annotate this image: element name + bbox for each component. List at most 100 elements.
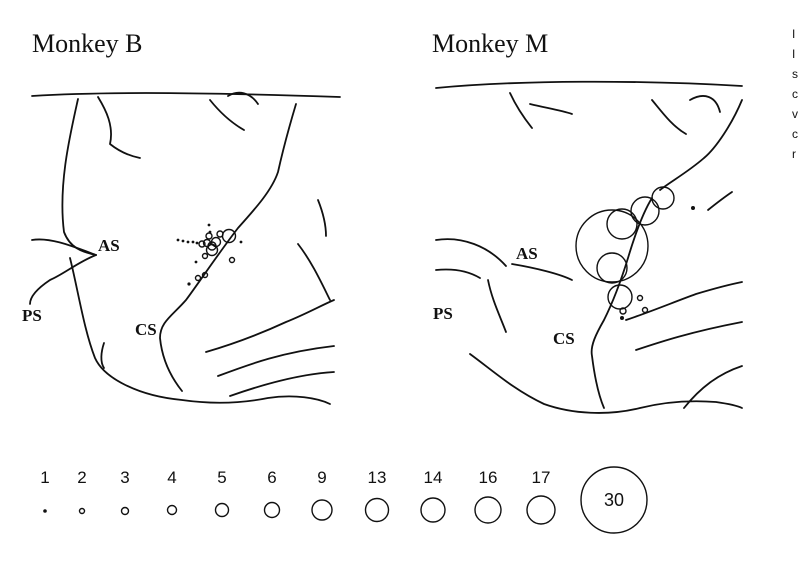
legend-marker: [474, 496, 502, 524]
site-marker: [195, 241, 199, 245]
sulcus-line: [97, 96, 141, 159]
legend-marker: [526, 495, 556, 525]
legend-label: 13: [368, 468, 387, 487]
site-marker: [619, 307, 627, 315]
site-marker: [205, 232, 213, 240]
edge-text: I: [792, 27, 795, 41]
site-marker: [641, 306, 649, 314]
legend-label: 5: [217, 468, 226, 487]
sulcus-line: [651, 99, 687, 135]
sulcus-line: [707, 191, 733, 211]
sulcus-outlines-monkey-b: [29, 91, 341, 405]
recording-sites-monkey-b: [176, 223, 243, 286]
sulcus-line: [683, 365, 743, 409]
sulcus-line: [229, 371, 335, 397]
sulcus-line: [509, 92, 533, 129]
sulcus-line: [317, 199, 327, 237]
sulcus-line: [590, 197, 653, 409]
legend-marker: [120, 506, 130, 516]
site-marker: [198, 240, 206, 248]
label-cs: CS: [553, 329, 575, 348]
edge-text: c: [792, 87, 798, 101]
site-marker: [636, 294, 644, 302]
sulcus-line: [205, 299, 335, 353]
edge-text: r: [792, 147, 796, 161]
sulcus-line: [31, 238, 97, 256]
legend-marker: [311, 499, 333, 521]
site-marker: [181, 239, 185, 243]
legend-label: 3: [120, 468, 129, 487]
sulcus-line: [435, 268, 481, 279]
sulcus-line: [227, 91, 259, 105]
edge-text: c: [792, 127, 798, 141]
site-marker: [596, 252, 628, 284]
sulcus-line: [511, 263, 573, 281]
brain-outline-top: [31, 92, 341, 98]
sulcus-line: [487, 279, 507, 333]
site-marker: [606, 208, 638, 240]
site-marker: [191, 240, 195, 244]
sulcus-line: [209, 99, 245, 131]
legend-marker: [43, 509, 47, 513]
sulcus-line: [529, 103, 573, 115]
sulcus-outlines-monkey-m: [435, 80, 743, 414]
legend-marker: [364, 497, 390, 523]
legend-marker: [263, 501, 281, 519]
legend-marker: [580, 466, 648, 534]
legend-label: 6: [267, 468, 276, 487]
site-marker: [630, 196, 660, 226]
legend-label: 17: [532, 468, 551, 487]
sulcus-line: [159, 103, 297, 392]
size-legend: 1 2 3 4 5 6 9 13 14 16 17 30: [40, 466, 648, 534]
sulcus-line: [61, 98, 97, 256]
site-marker: [194, 274, 202, 282]
sulcus-line: [69, 257, 331, 405]
site-marker: [221, 228, 237, 244]
sulcus-line: [435, 238, 507, 267]
edge-text: I: [792, 47, 795, 61]
sulcus-line: [29, 254, 97, 305]
legend-label: 2: [77, 468, 86, 487]
sulcus-line: [689, 95, 721, 113]
legend-label: 9: [317, 468, 326, 487]
legend-marker: [78, 507, 86, 515]
label-as: AS: [98, 236, 120, 255]
legend-marker: [166, 504, 178, 516]
sulcus-line: [625, 281, 743, 321]
legend-marker: [420, 497, 446, 523]
edge-text: v: [792, 107, 798, 121]
label-ps: PS: [433, 304, 453, 323]
site-marker: [201, 252, 209, 260]
site-marker: [228, 256, 236, 264]
panel-monkey-b: Monkey B AS PS CS: [22, 29, 341, 405]
site-marker: [239, 240, 243, 244]
sulcus-line: [100, 342, 105, 369]
sulcus-line: [297, 243, 331, 301]
sulcus-line: [659, 99, 743, 191]
site-marker: [691, 206, 695, 210]
site-marker: [176, 238, 180, 242]
site-marker: [194, 260, 198, 264]
site-marker: [187, 282, 191, 286]
legend-marker: [214, 502, 230, 518]
edge-text: s: [792, 67, 798, 81]
site-marker: [651, 186, 675, 210]
recording-sites-monkey-m: [575, 186, 695, 320]
site-marker: [620, 316, 624, 320]
site-marker: [186, 240, 190, 244]
panel-monkey-m: Monkey M AS PS CS: [432, 29, 743, 414]
site-marker: [607, 284, 633, 310]
site-marker: [201, 271, 209, 279]
legend-label: 14: [424, 468, 443, 487]
label-cs: CS: [135, 320, 157, 339]
sulcus-line: [217, 345, 335, 377]
legend-label: 16: [479, 468, 498, 487]
legend-label: 4: [167, 468, 176, 487]
sulcus-line: [469, 353, 743, 414]
legend-label: 1: [40, 468, 49, 487]
legend-label: 30: [604, 490, 624, 510]
panel-title-monkey-b: Monkey B: [32, 29, 143, 58]
panel-title-monkey-m: Monkey M: [432, 29, 548, 58]
cropped-caption-edge: I I s c v c r: [792, 27, 798, 161]
